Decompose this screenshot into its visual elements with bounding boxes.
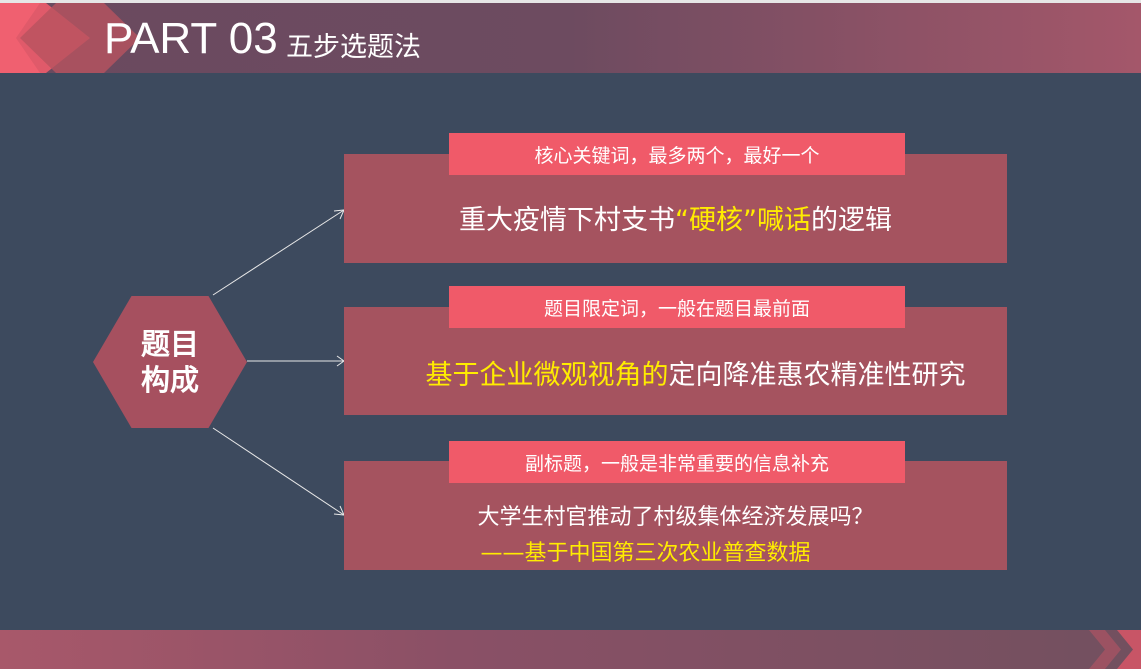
highlight-text: 基于企业微观视角的 — [425, 360, 669, 391]
arrow-bottom — [212, 427, 345, 516]
text-part: 定向降准惠农精准性研究 — [668, 360, 966, 391]
qualifier-tag: 题目限定词，一般在题目最前面 — [449, 286, 905, 328]
header-bar: PART 03 五步选题法 — [0, 3, 1141, 73]
top-border — [0, 0, 1141, 3]
part-title: PART 03 — [104, 14, 278, 63]
subtitle-tag: 副标题，一般是非常重要的信息补充 — [449, 441, 905, 483]
footer-decoration — [1089, 630, 1121, 669]
text-part: 的逻辑 — [810, 205, 892, 236]
example-subtitle-3: ——基于中国第三次农业普查数据 — [480, 541, 811, 566]
footer-bar — [0, 630, 1141, 669]
keyword-tag: 核心关键词，最多两个，最好一个 — [449, 133, 905, 175]
hexagon-line1: 题目 — [140, 327, 199, 361]
example-title-3: 大学生村官推动了村级集体经济发展吗？ — [477, 505, 874, 530]
text-part: 重大疫情下村支书 — [459, 205, 675, 236]
hexagon-line2: 构成 — [140, 363, 199, 397]
highlight-text: “硬核” — [675, 205, 757, 236]
example-title-1: 重大疫情下村支书“硬核”喊话的逻辑 — [344, 198, 1007, 237]
example-title-2: 基于企业微观视角的定向降准惠农精准性研究 — [344, 353, 1007, 392]
arrow-top — [212, 209, 345, 296]
highlight-text: 喊话 — [756, 205, 811, 236]
section-subtitle: 五步选题法 — [286, 32, 421, 63]
